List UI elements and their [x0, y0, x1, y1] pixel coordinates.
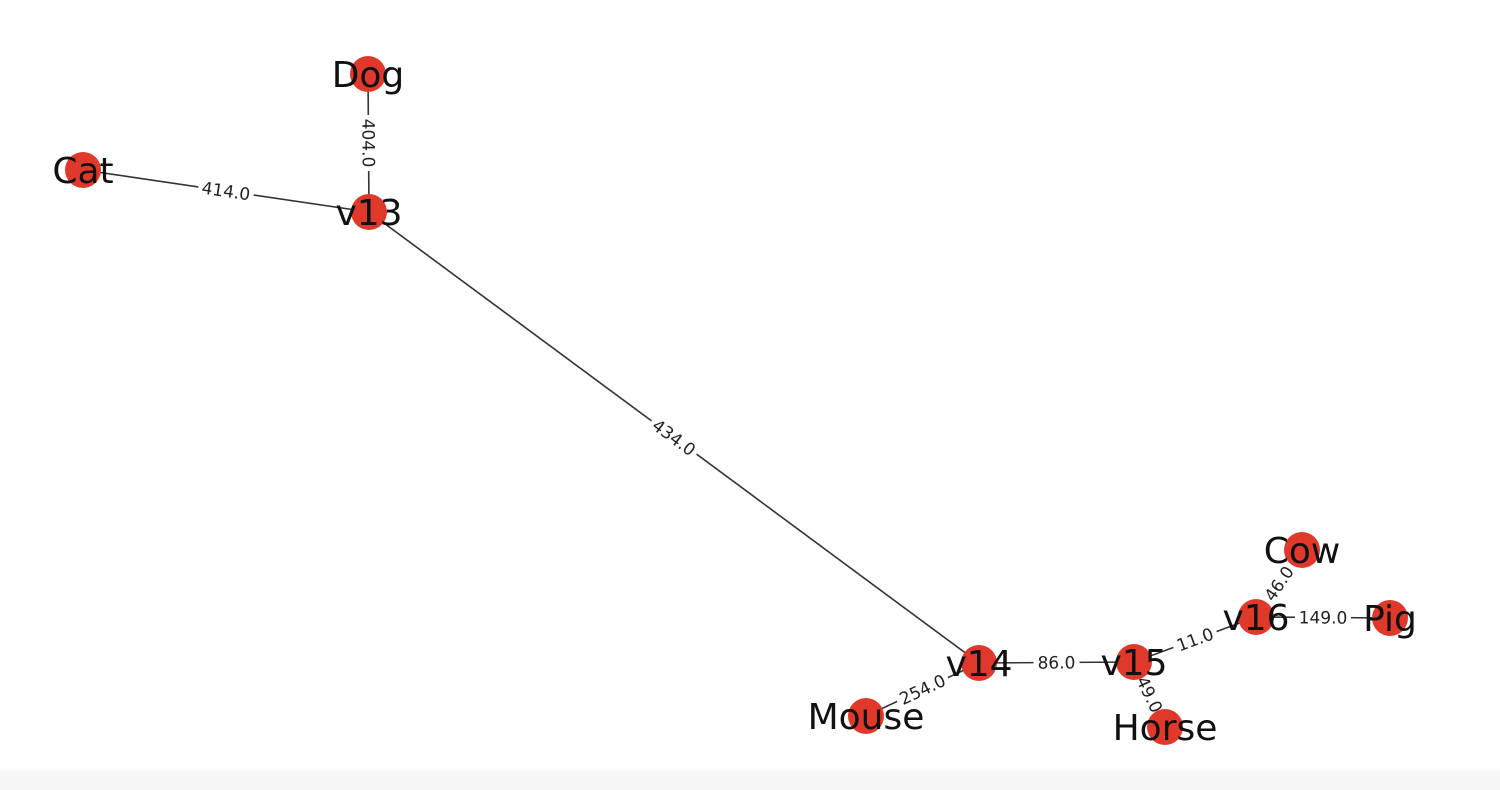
node-label: Cow — [1264, 531, 1341, 572]
node-label: v15 — [1100, 643, 1167, 684]
edge-label-background — [357, 114, 380, 172]
edge-v13-Dog: 404.0 — [357, 73, 380, 213]
node-label: Mouse — [808, 697, 925, 738]
edge-label-background — [1256, 558, 1302, 609]
node-label: v14 — [945, 644, 1012, 685]
node-circle — [65, 152, 101, 188]
node-label: Cat — [52, 151, 113, 192]
edges-layer: 404.0414.0434.0254.086.011.049.046.0149.… — [82, 73, 1391, 728]
node-Dog: Dog — [332, 55, 405, 96]
edge-weight-text: 434.0 — [648, 416, 699, 461]
edge-weight-text: 86.0 — [1038, 653, 1076, 673]
node-v14: v14 — [945, 644, 1012, 685]
edge-label-background — [1033, 651, 1080, 674]
node-label: v16 — [1222, 598, 1289, 639]
edge-label-background — [1169, 621, 1221, 658]
edge-weight-text: 11.0 — [1174, 625, 1216, 657]
edge-weight-label: 414.0 — [196, 176, 256, 206]
edge-weight-label: 149.0 — [1294, 606, 1352, 629]
edge-v14-Mouse: 254.0 — [865, 662, 980, 717]
node-v13: v13 — [335, 193, 402, 234]
node-circle — [350, 56, 386, 92]
node-circle — [848, 698, 884, 734]
node-Cow: Cow — [1264, 531, 1341, 572]
edge-weight-label: 11.0 — [1169, 621, 1221, 658]
node-circle — [1372, 600, 1408, 636]
node-v15: v15 — [1100, 643, 1167, 684]
node-circle — [961, 645, 997, 681]
edge-label-background — [196, 176, 256, 206]
node-Cat: Cat — [52, 151, 113, 192]
node-label: Pig — [1363, 599, 1417, 640]
node-circle — [1238, 599, 1274, 635]
edge-weight-label: 404.0 — [357, 114, 380, 172]
node-label: Dog — [332, 55, 405, 96]
edge-label-background — [644, 412, 704, 463]
edge-v13-v14: 434.0 — [368, 211, 980, 664]
node-circle — [1116, 644, 1152, 680]
node-Horse: Horse — [1113, 708, 1218, 749]
edge-weight-label: 434.0 — [644, 412, 704, 463]
edge-v14-v15: 86.0 — [978, 651, 1135, 674]
edge-label-background — [1294, 606, 1352, 629]
node-circle — [1147, 709, 1183, 745]
node-Mouse: Mouse — [808, 697, 925, 738]
bottom-strip — [0, 770, 1500, 790]
edge-weight-text: 149.0 — [1299, 608, 1348, 628]
node-circle — [351, 194, 387, 230]
node-v16: v16 — [1222, 598, 1289, 639]
node-circle — [1284, 532, 1320, 568]
edge-v16-Pig: 149.0 — [1255, 606, 1391, 629]
edge-weight-text: 404.0 — [357, 119, 377, 168]
node-label: v13 — [335, 193, 402, 234]
edge-label-background — [1129, 669, 1170, 720]
node-Pig: Pig — [1363, 599, 1417, 640]
edge-weight-label: 86.0 — [1033, 651, 1080, 674]
edge-Cat-v13: 414.0 — [82, 169, 370, 213]
edge-label-background — [892, 667, 953, 712]
node-label: Horse — [1113, 708, 1218, 749]
